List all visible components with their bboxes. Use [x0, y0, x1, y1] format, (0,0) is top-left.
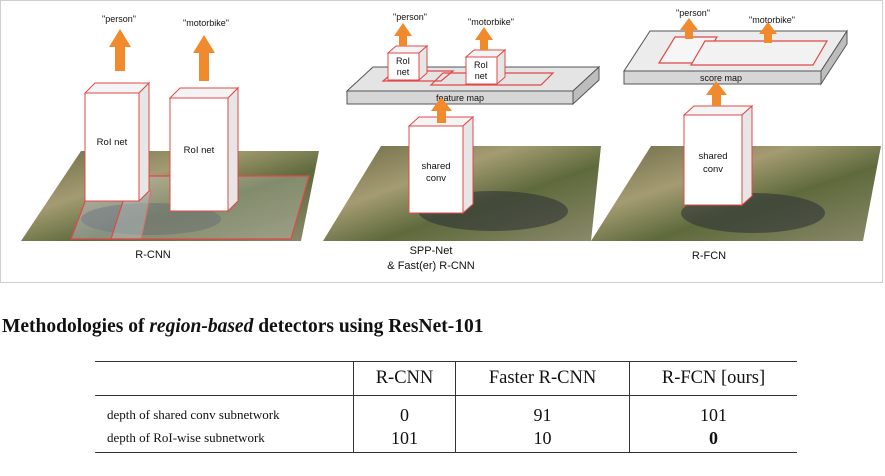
table-cell: 10 — [455, 426, 631, 453]
spp-caption-line1: SPP-Net — [410, 245, 453, 257]
row-label-shared-conv-depth: depth of shared conv subnetwork — [95, 395, 354, 426]
table-row: depth of shared conv subnetwork 0 91 101 — [95, 395, 797, 426]
rcnn-person-label: "person" — [102, 14, 136, 24]
rfcn-arrow-person — [680, 18, 698, 39]
rfcn-caption: R-FCN — [692, 250, 726, 262]
rfcn-roi-motorbike-region — [689, 40, 829, 66]
rcnn-caption: R-CNN — [135, 249, 170, 261]
spp-roi-net-right: RoI net — [464, 48, 507, 86]
spp-motorbike-label: "motorbike" — [468, 17, 514, 27]
spp-roi-left-line2: net — [397, 67, 410, 77]
spp-diagram: feature map RoI net RoI net shared conv — [323, 12, 601, 272]
table-cell-highlight: 0 — [629, 426, 797, 453]
spp-conv-line1: shared — [421, 161, 450, 172]
figure-illustration: RoI net RoI net "person" "motorbike" R-C… — [21, 8, 881, 272]
spp-roi-right-line2: net — [475, 71, 488, 81]
rfcn-person-label: "person" — [676, 8, 710, 18]
rfcn-diagram: score map shared conv "person" "motorbik… — [591, 8, 881, 262]
rfcn-conv-line2: conv — [703, 164, 723, 175]
rfcn-shared-conv: shared conv — [682, 104, 754, 207]
section-title-part2: detectors using ResNet-101 — [253, 316, 484, 337]
rcnn-diagram: RoI net RoI net "person" "motorbike" R-C… — [21, 14, 319, 261]
rcnn-roi-net-right-label: RoI net — [184, 145, 215, 156]
spp-arrow-person — [394, 23, 412, 46]
rcnn-roi-net-left-label: RoI net — [97, 137, 128, 148]
table-cell: 0 — [353, 395, 456, 426]
rcnn-roi-net-right: RoI net — [168, 86, 240, 213]
table-cell: 91 — [455, 395, 631, 426]
spp-person-label: "person" — [393, 12, 427, 22]
section-title-part1: Methodologies of — [2, 316, 150, 337]
table-header-row: R-CNN Faster R-CNN R-FCN [ours] — [95, 361, 797, 396]
rcnn-motorbike-label: "motorbike" — [183, 18, 229, 28]
rcnn-arrow-person — [109, 29, 131, 71]
table-cell: 101 — [700, 404, 728, 425]
column-header-rfcn: R-FCN [ours] — [629, 361, 797, 396]
table-corner-cell — [95, 361, 354, 396]
rfcn-motorbike-label: "motorbike" — [749, 15, 795, 25]
spp-roi-motorbike-region — [429, 72, 555, 86]
table-cell: 101 — [353, 426, 456, 453]
rfcn-arrow-motorbike — [759, 22, 777, 43]
rfcn-score-map-label: score map — [700, 73, 742, 83]
rcnn-arrow-motorbike — [193, 35, 215, 81]
figure-panel: RoI net RoI net "person" "motorbike" R-C… — [0, 0, 883, 283]
spp-arrow-motorbike — [475, 27, 493, 50]
spp-arrow-conv — [431, 97, 452, 123]
column-header-rcnn: R-CNN — [353, 361, 456, 396]
spp-roi-net-left: RoI net — [386, 44, 429, 82]
section-title: Methodologies of region-based detectors … — [2, 316, 484, 338]
column-header-faster-rcnn: Faster R-CNN — [455, 361, 631, 396]
spp-roi-left-line1: RoI — [396, 56, 410, 66]
rfcn-arrow-conv — [706, 81, 727, 106]
spp-feature-map-label: feature map — [436, 93, 484, 103]
rfcn-conv-line1: shared — [698, 151, 727, 162]
comparison-table: R-CNN Faster R-CNN R-FCN [ours] depth of… — [95, 361, 797, 453]
section-title-emphasis: region-based — [149, 316, 254, 337]
spp-roi-right-line1: RoI — [474, 60, 488, 70]
table-row: depth of RoI-wise subnetwork 101 10 0 — [95, 426, 797, 453]
spp-caption-line2: & Fast(er) R-CNN — [387, 260, 474, 272]
spp-shared-conv: shared conv — [407, 115, 475, 215]
rcnn-roi-net-left: RoI net — [83, 81, 151, 203]
row-label-roi-wise-depth: depth of RoI-wise subnetwork — [95, 426, 354, 453]
spp-conv-line2: conv — [426, 173, 446, 184]
